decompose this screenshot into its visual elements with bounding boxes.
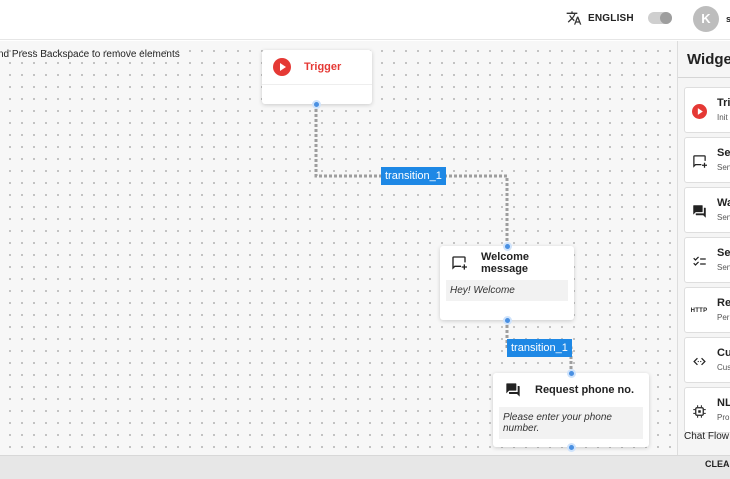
widget-custom-code[interactable]: Cu Cus bbox=[684, 337, 730, 383]
avatar[interactable]: K bbox=[693, 6, 719, 32]
send-message-icon bbox=[691, 153, 707, 169]
language-label: ENGLISH bbox=[588, 12, 634, 24]
send-message-icon bbox=[450, 255, 469, 271]
canvas-hint: nd Press Backspace to remove elements bbox=[0, 49, 180, 60]
widget-title: Sen bbox=[717, 147, 730, 159]
widget-send-message[interactable]: Sen Sen bbox=[684, 137, 730, 183]
divider bbox=[678, 77, 730, 78]
chat-flow-label: Chat Flow bbox=[684, 431, 730, 442]
chat-icon bbox=[503, 382, 523, 398]
theme-toggle[interactable] bbox=[648, 12, 672, 24]
user-name: s bbox=[726, 14, 730, 24]
widget-subtitle: Sen bbox=[717, 163, 730, 172]
widget-subtitle: Sen bbox=[717, 263, 730, 272]
transition-label[interactable]: transition_1 bbox=[381, 167, 446, 185]
widget-title: NL bbox=[717, 397, 730, 409]
widget-subtitle: Init bbox=[717, 113, 728, 122]
output-port[interactable] bbox=[503, 316, 512, 325]
widget-subtitle: Cus bbox=[717, 363, 730, 372]
play-icon bbox=[272, 58, 292, 76]
play-icon bbox=[691, 103, 707, 119]
language-selector[interactable]: ENGLISH bbox=[566, 10, 634, 26]
node-title: Trigger bbox=[304, 61, 342, 73]
widget-title: Rec bbox=[717, 297, 730, 309]
node-message: Please enter your phone number. bbox=[499, 407, 643, 439]
checklist-icon bbox=[691, 253, 707, 269]
node-title: Request phone no. bbox=[535, 384, 634, 396]
node-message: Hey! Welcome bbox=[446, 280, 568, 301]
output-port[interactable] bbox=[567, 443, 576, 452]
code-icon bbox=[691, 353, 707, 369]
widget-title: Wa bbox=[717, 197, 730, 209]
widget-trigger[interactable]: Tri Init bbox=[684, 87, 730, 133]
input-port[interactable] bbox=[503, 242, 512, 251]
translate-icon bbox=[566, 11, 582, 25]
request-phone-node[interactable]: Request phone no. Please enter your phon… bbox=[493, 373, 649, 447]
input-port[interactable] bbox=[567, 369, 576, 378]
widget-subtitle: Pro bbox=[717, 413, 730, 422]
widget-nlp[interactable]: NL Pro bbox=[684, 387, 730, 433]
toggle-knob bbox=[660, 12, 672, 24]
output-port[interactable] bbox=[312, 100, 321, 109]
widget-subtitle: Sen bbox=[717, 213, 730, 222]
http-icon: HTTP bbox=[690, 308, 708, 314]
widget-title: Tri bbox=[717, 97, 730, 109]
node-title: Welcome message bbox=[480, 251, 530, 275]
widget-select-option[interactable]: Sel Sen bbox=[684, 237, 730, 283]
welcome-message-node[interactable]: Welcome message Hey! Welcome bbox=[440, 246, 574, 320]
panel-title: Widget bbox=[687, 51, 730, 68]
widget-subtitle: Per bbox=[717, 313, 730, 322]
widget-http-request[interactable]: HTTP Rec Per bbox=[684, 287, 730, 333]
clear-button[interactable]: CLEA bbox=[705, 459, 730, 469]
top-bar: ENGLISH K s bbox=[0, 0, 730, 40]
chat-icon bbox=[691, 203, 707, 219]
transition-label[interactable]: transition_1 bbox=[507, 339, 572, 357]
widget-title: Cu bbox=[717, 347, 730, 359]
bottom-bar bbox=[0, 455, 730, 479]
widgets-panel: Widget Tri Init Sen Sen Wa Sen Sel Sen H… bbox=[677, 41, 730, 455]
widget-title: Sel bbox=[717, 247, 730, 259]
chip-icon bbox=[691, 403, 707, 419]
widget-wait-for-reply[interactable]: Wa Sen bbox=[684, 187, 730, 233]
trigger-node[interactable]: Trigger bbox=[262, 50, 372, 104]
